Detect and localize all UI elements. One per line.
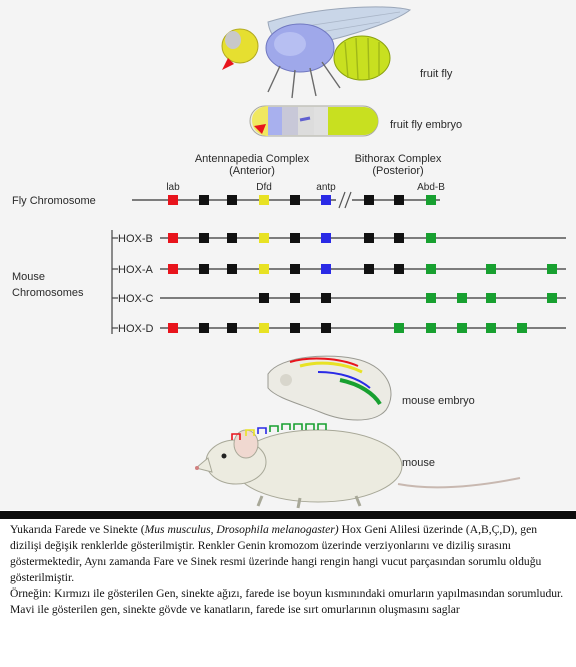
mouse-gene-black (364, 233, 374, 243)
mouse-gene-black (394, 264, 404, 274)
mouse-gene-blue (321, 264, 331, 274)
hox-cluster-label: HOX-A (118, 264, 154, 276)
mouse-gene-green (486, 264, 496, 274)
mouse-gene-black (199, 264, 209, 274)
mouse-gene-yellow (259, 264, 269, 274)
fly-gene-black (364, 195, 374, 205)
caption-text: Yukarıda Farede ve Sinekte ( (10, 523, 145, 536)
caption-text: Hox Geni Alilesi üzerinde (A,B,Ç,D), gen… (10, 523, 542, 584)
mouse-chromosome-hox-b: HOX-B (112, 233, 566, 245)
mouse-gene-black (227, 233, 237, 243)
fruit-fly-label: fruit fly (420, 68, 453, 80)
bithorax-complex-subheading: (Posterior) (372, 165, 423, 177)
mouse-embryo-label: mouse embryo (402, 395, 475, 407)
mouse-gene-green (486, 323, 496, 333)
hox-cluster-label: HOX-C (118, 293, 154, 305)
mouse-label: mouse (402, 457, 435, 469)
mouse-gene-black (199, 233, 209, 243)
mouse-gene-black (364, 264, 374, 274)
gene-label-antp: antp (316, 182, 336, 193)
fly-chromosome-label: Fly Chromosome (12, 195, 96, 207)
mouse-gene-black (394, 233, 404, 243)
mouse-chromosome-hox-d: HOX-D (112, 323, 566, 335)
mouse-gene-black (227, 264, 237, 274)
mouse-chromosome-hox-c: HOX-C (112, 293, 566, 305)
hox-gene-figure: fruit fly fruit fly embryo Antennapedia … (0, 0, 576, 510)
gene-label-abd-b: Abd-B (417, 182, 445, 193)
mouse-embryo-illustration (267, 355, 392, 421)
caption-paragraph-1: Yukarıda Farede ve Sinekte (Mus musculus… (10, 522, 570, 586)
mouse-gene-green (547, 293, 557, 303)
mouse-gene-green (426, 264, 436, 274)
fly-gene-black (290, 195, 300, 205)
fly-gene-black (394, 195, 404, 205)
fly-gene-green (426, 195, 436, 205)
mouse-gene-green (547, 264, 557, 274)
bithorax-complex-heading: Bithorax Complex (355, 153, 442, 165)
gene-label-lab: lab (166, 182, 180, 193)
chromosome-break-mark (338, 191, 352, 209)
fly-gene-red (168, 195, 178, 205)
caption-paragraph-2: Örneğin: Kırmızı ile gösterilen Gen, sin… (10, 587, 564, 600)
mouse-gene-green (394, 323, 404, 333)
mouse-gene-black (259, 293, 269, 303)
mouse-gene-green (457, 293, 467, 303)
fly-gene-black (199, 195, 209, 205)
mouse-gene-black (290, 233, 300, 243)
mouse-gene-black (290, 323, 300, 333)
caption-divider (0, 511, 576, 519)
mouse-gene-black (199, 323, 209, 333)
mouse-illustration (194, 423, 521, 509)
mouse-chromosomes-label-line1: Mouse (12, 271, 45, 283)
mouse-gene-green (426, 323, 436, 333)
fly-chromosome-genes (168, 195, 436, 205)
mouse-gene-green (426, 233, 436, 243)
mouse-gene-green (486, 293, 496, 303)
mouse-gene-green (457, 323, 467, 333)
mouse-gene-red (168, 323, 178, 333)
caption: Yukarıda Farede ve Sinekte (Mus musculus… (10, 522, 570, 618)
mouse-gene-black (227, 323, 237, 333)
gene-label-dfd: Dfd (256, 182, 272, 193)
mouse-gene-yellow (259, 233, 269, 243)
fruit-fly-embryo-illustration (249, 105, 379, 137)
mouse-gene-black (321, 293, 331, 303)
mouse-gene-blue (321, 233, 331, 243)
fly-gene-blue (321, 195, 331, 205)
mouse-chromosome-rows: HOX-B HOX-A HOX-C HOX-D (112, 233, 566, 335)
hox-cluster-label: HOX-D (118, 323, 154, 335)
hox-cluster-label: HOX-B (118, 233, 153, 245)
fly-gene-yellow (259, 195, 269, 205)
hox-diagram: fruit fly fruit fly embryo Antennapedia … (12, 6, 566, 509)
mouse-gene-red (168, 233, 178, 243)
mouse-chromosome-hox-a: HOX-A (112, 264, 566, 276)
fruit-fly-embryo-label: fruit fly embryo (390, 119, 462, 131)
antennapedia-complex-subheading: (Anterior) (229, 165, 275, 177)
caption-paragraph-3: Mavi ile gösterilen gen, sinekte gövde v… (10, 603, 460, 616)
mouse-gene-green (517, 323, 527, 333)
antennapedia-complex-heading: Antennapedia Complex (195, 153, 310, 165)
mouse-gene-green (426, 293, 436, 303)
mouse-gene-black (290, 264, 300, 274)
mouse-gene-black (290, 293, 300, 303)
mouse-chromosomes-label-line2: Chromosomes (12, 287, 84, 299)
mouse-gene-red (168, 264, 178, 274)
caption-species-names: Mus musculus, Drosophila melanogaster) (144, 523, 339, 536)
fly-gene-black (227, 195, 237, 205)
mouse-gene-yellow (259, 323, 269, 333)
mouse-gene-black (321, 323, 331, 333)
fruit-fly-illustration (221, 6, 412, 99)
